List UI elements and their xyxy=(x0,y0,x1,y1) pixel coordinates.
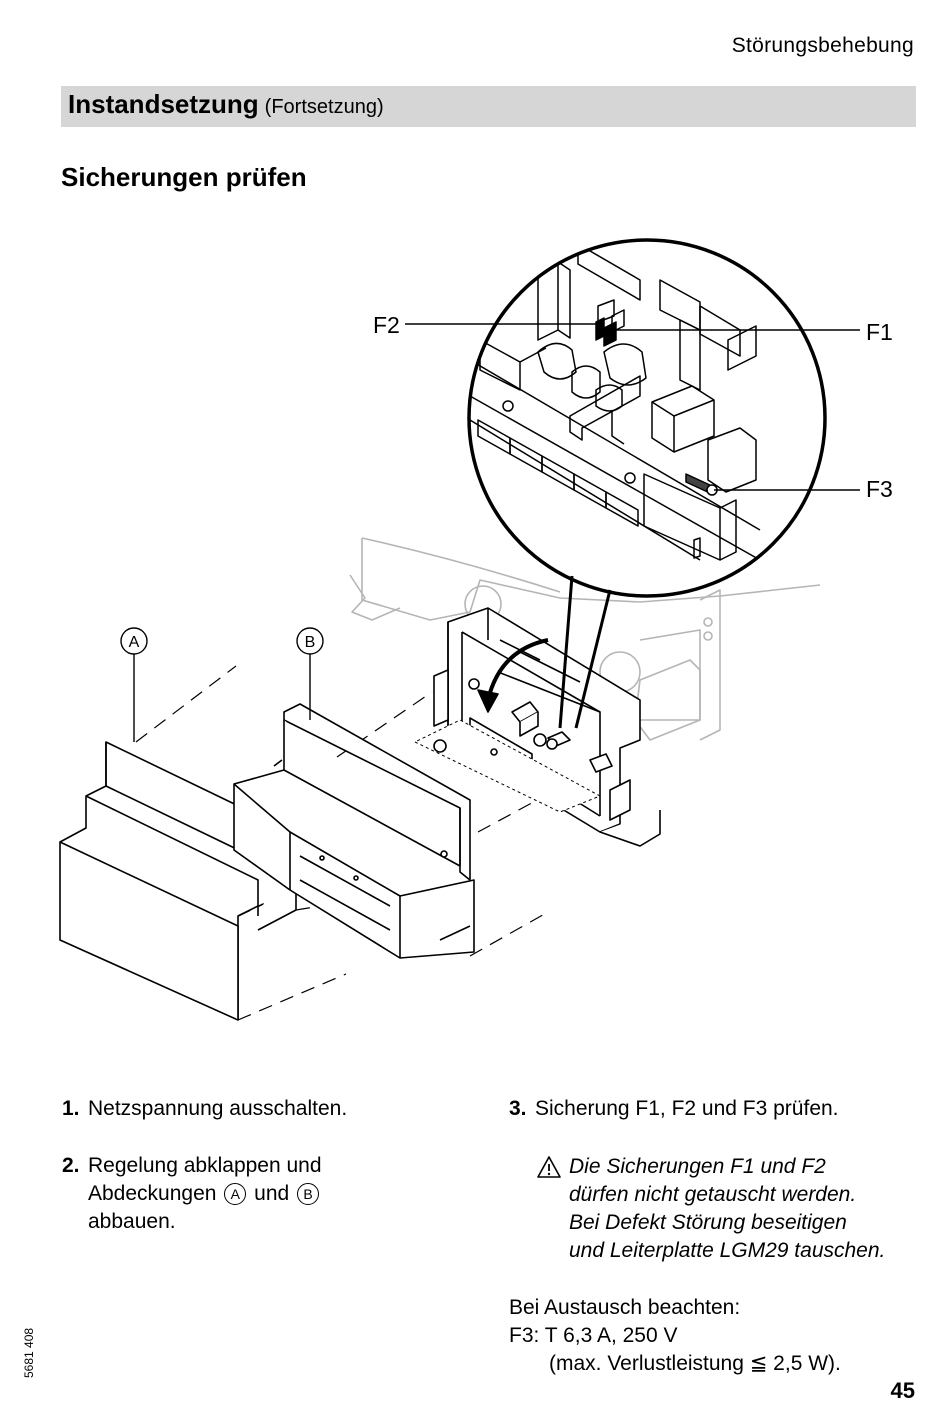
title-main-text: Instandsetzung xyxy=(68,89,259,119)
step-2: 2. Regelung abklappen und Abdeckungen A … xyxy=(62,1152,322,1236)
step-2-number: 2. xyxy=(62,1154,80,1177)
step-2-line-3: abbauen. xyxy=(88,1210,176,1233)
step-2-line-2b: und xyxy=(254,1182,290,1205)
fold-arrow-head xyxy=(477,689,499,713)
title-sub-text: (Fortsetzung) xyxy=(264,96,384,118)
magnifier-circle xyxy=(467,238,827,598)
subheading: Sicherungen prüfen xyxy=(61,162,307,192)
cover-a xyxy=(59,741,297,1021)
magnified-board-detail xyxy=(469,243,761,561)
warning-line-1: Die Sicherungen F1 und F2 xyxy=(569,1155,826,1178)
label-f1: F1 xyxy=(866,319,893,345)
document-number: 5681 408 xyxy=(22,1327,36,1378)
step-1-number: 1. xyxy=(62,1097,80,1120)
replacement-line-2: F3: T 6,3 A, 250 V xyxy=(509,1324,678,1347)
label-f2: F2 xyxy=(373,312,400,338)
step-1: 1. Netzspannung ausschalten. xyxy=(62,1095,347,1123)
callout-a-label: A xyxy=(129,634,140,651)
step-1-text: Netzspannung ausschalten. xyxy=(88,1097,348,1120)
magnifier-connector-right xyxy=(574,589,612,729)
cover-b xyxy=(233,703,475,959)
warning-text: Die Sicherungen F1 und F2 dürfen nicht g… xyxy=(569,1153,885,1265)
replacement-line-3: (max. Verlustleistung ≦ 2,5 W). xyxy=(549,1352,841,1375)
callout-b-inline: B xyxy=(297,1183,320,1205)
step-3: 3. Sicherung F1, F2 und F3 prüfen. xyxy=(509,1095,839,1123)
warning-line-4: und Leiterplatte LGM29 tauschen. xyxy=(569,1239,886,1262)
fuse-check-illustration: F2 F1 F3 A B xyxy=(59,238,893,1021)
appliance-background xyxy=(349,537,821,741)
step-3-text: Sicherung F1, F2 und F3 prüfen. xyxy=(535,1097,839,1120)
section-header: Störungsbehebung xyxy=(731,34,914,57)
warning-triangle-icon xyxy=(537,1156,561,1178)
step-3-number: 3. xyxy=(509,1097,527,1120)
warning-note: Die Sicherungen F1 und F2 dürfen nicht g… xyxy=(536,1153,885,1265)
callout-b-circle xyxy=(296,627,324,655)
fold-arrow xyxy=(486,638,549,701)
callout-a-circle xyxy=(120,627,148,655)
title-bar xyxy=(61,86,916,127)
page-number: 45 xyxy=(890,1378,915,1403)
magnifier-connector-left xyxy=(558,575,574,729)
step-2-line-2a: Abdeckungen xyxy=(88,1182,217,1205)
replacement-line-1: Bei Austausch beachten: xyxy=(509,1296,741,1319)
callout-a-inline: A xyxy=(224,1183,247,1205)
label-f3: F3 xyxy=(866,476,893,502)
warning-line-3: Bei Defekt Störung beseitigen xyxy=(569,1211,847,1234)
replacement-notes: Bei Austausch beachten: F3: T 6,3 A, 250… xyxy=(509,1294,841,1378)
page-title: Instandsetzung(Fortsetzung) xyxy=(68,89,384,120)
callout-b-label: B xyxy=(305,634,316,651)
step-2-line-1: Regelung abklappen und xyxy=(88,1154,322,1177)
step-2-body: Regelung abklappen und Abdeckungen A und… xyxy=(88,1152,322,1236)
warning-line-2: dürfen nicht getauscht werden. xyxy=(569,1183,857,1206)
